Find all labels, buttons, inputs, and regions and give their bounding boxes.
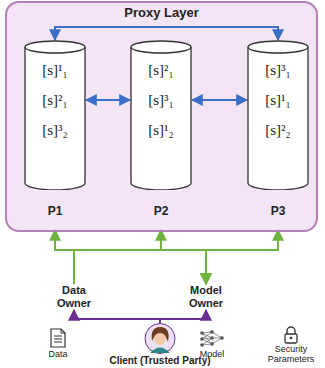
client-label: Client (Trusted Party) bbox=[109, 355, 210, 367]
panel-title: Proxy Layer bbox=[7, 5, 316, 21]
share-label: [s]²₂ bbox=[265, 122, 291, 139]
connector-arrow bbox=[74, 310, 160, 323]
connector-arrow bbox=[160, 310, 206, 323]
cylinder-body bbox=[25, 47, 85, 190]
share-label: [s]¹₁ bbox=[265, 92, 291, 109]
avatar-icon bbox=[144, 323, 176, 354]
connector-arrow bbox=[161, 230, 206, 284]
connector-arrow bbox=[206, 230, 278, 284]
connector-arrow bbox=[74, 230, 278, 284]
connector-arrow bbox=[55, 27, 278, 40]
cylinder-top bbox=[131, 41, 191, 53]
party-label: P3 bbox=[271, 204, 286, 218]
lock-icon bbox=[285, 327, 297, 343]
owner-label: Data Owner bbox=[50, 284, 98, 310]
icon-caption: Data bbox=[38, 350, 78, 360]
party-label: P1 bbox=[48, 204, 63, 218]
cylinder-top bbox=[248, 41, 308, 53]
party-cylinder: [s]¹₁ [s]²₁ [s]³₂ P1 bbox=[24, 40, 86, 230]
connector-arrow bbox=[55, 230, 74, 284]
connector-arrow bbox=[192, 99, 247, 101]
share-label: [s]³₁ bbox=[148, 92, 174, 109]
cylinder-body bbox=[248, 47, 308, 190]
icon-caption: Model bbox=[192, 350, 232, 360]
share-label: [s]¹₁ bbox=[42, 62, 68, 79]
icon-caption: Security Parameters bbox=[261, 345, 321, 365]
connector-arrow bbox=[74, 230, 161, 284]
owner-box: Data Owner bbox=[50, 284, 98, 310]
owner-box: Model Owner bbox=[182, 284, 230, 310]
share-label: [s]²₁ bbox=[148, 62, 174, 79]
connector-arrow bbox=[86, 99, 130, 101]
owner-label: Model Owner bbox=[182, 284, 230, 310]
connector-arrow bbox=[55, 230, 206, 284]
party-cylinder: [s]²₁ [s]³₁ [s]¹₂ P2 bbox=[130, 40, 192, 230]
share-label: [s]²₁ bbox=[42, 92, 68, 109]
client-avatar: Client (Trusted Party) bbox=[95, 323, 225, 367]
party-label: P2 bbox=[154, 204, 169, 218]
share-label: [s]³₁ bbox=[265, 62, 291, 79]
share-label: [s]¹₂ bbox=[148, 122, 174, 139]
party-cylinder: [s]³₁ [s]¹₁ [s]²₂ P3 bbox=[247, 40, 309, 230]
cylinder-body bbox=[131, 47, 191, 190]
document-icon bbox=[51, 329, 65, 347]
proxy-panel-fill bbox=[5, 1, 318, 232]
share-label: [s]³₂ bbox=[42, 122, 68, 139]
proxy-layer-panel: Proxy Layer[s]¹₁[s]²₁[s]³₂P1[s]²₁[s]³₁[s… bbox=[5, 1, 318, 232]
network-icon bbox=[200, 330, 224, 347]
cylinder-top bbox=[25, 41, 85, 53]
